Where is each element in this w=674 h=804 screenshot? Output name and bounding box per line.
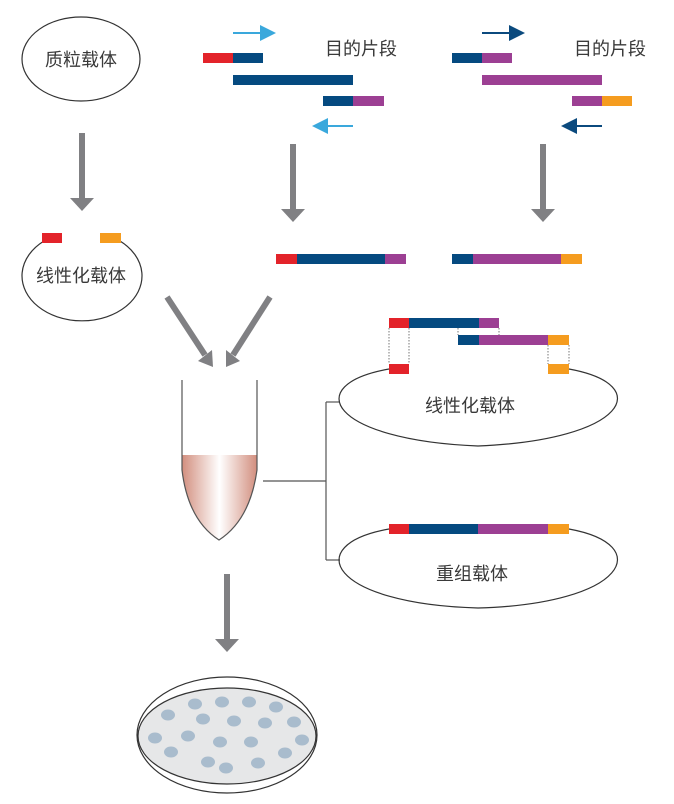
segment-navy (409, 318, 479, 328)
pcr-product-2 (452, 254, 582, 264)
segment-navy (458, 335, 479, 345)
vector-arc (338, 368, 618, 447)
colonies (148, 696, 309, 774)
colony (196, 713, 210, 725)
fragment-1-pcr: 目的片段 (203, 25, 397, 134)
recombinant-vector-label: 重组载体 (436, 564, 508, 585)
overlap-assembly: 线性化载体 (338, 318, 618, 447)
overlap-red (203, 53, 233, 63)
reaction-tube (181, 380, 258, 541)
colony (215, 696, 229, 708)
plasmid-vector: 质粒载体 (21, 16, 141, 102)
segment-purple (385, 254, 406, 264)
segment-red (276, 254, 297, 264)
primer-purple-rev (572, 96, 602, 106)
segment-purple (478, 524, 548, 534)
down-arrow-icon (531, 144, 555, 222)
petri-dish (136, 676, 318, 794)
dish-agar (137, 687, 317, 785)
colony (201, 756, 215, 768)
colony (181, 730, 195, 742)
colony (213, 736, 227, 748)
bracket-connector (263, 401, 340, 561)
colony (278, 747, 292, 759)
vector-end-orange (100, 233, 121, 243)
down-arrow-icon (215, 574, 239, 652)
segment-orange (548, 524, 569, 534)
segment-red (389, 318, 409, 328)
segment-navy (297, 254, 385, 264)
linearized-vector-left: 线性化载体 (21, 233, 143, 322)
segment-red (389, 524, 409, 534)
colony (251, 757, 265, 769)
vector-arc (21, 240, 143, 322)
colony (227, 715, 241, 727)
vector-end-red (389, 364, 409, 374)
vector-arc (338, 528, 618, 609)
colony (295, 734, 309, 746)
fragment-1-template (233, 75, 353, 85)
segment-orange (561, 254, 582, 264)
tube-outline (181, 380, 258, 541)
colony (269, 701, 283, 713)
alignment-guides (388, 328, 570, 364)
fragment-2-template (482, 75, 602, 85)
recombinant-vector: 重组载体 (338, 524, 618, 609)
segment-navy (452, 254, 473, 264)
plasmid-vector-label: 质粒载体 (45, 50, 117, 71)
overlap-navy (452, 53, 482, 63)
colony (161, 709, 175, 721)
pcr-product-1 (276, 254, 406, 264)
segment-purple (479, 318, 499, 328)
colony (244, 736, 258, 748)
colony (242, 696, 256, 708)
overlap-purple (353, 96, 384, 106)
vector-end-red (42, 233, 62, 243)
plasmid-ellipse (21, 16, 141, 102)
segment-purple (473, 254, 561, 264)
segment-navy (409, 524, 478, 534)
overlap-orange (602, 96, 632, 106)
dish-lid (136, 676, 318, 794)
segment-purple (479, 335, 548, 345)
colony (164, 746, 178, 758)
colony (219, 762, 233, 774)
arrows-row-1 (70, 133, 555, 222)
linearized-vector-label: 线性化载体 (36, 266, 126, 287)
target-fragment-1-label: 目的片段 (325, 39, 397, 60)
vector-end-orange (548, 364, 569, 374)
diagonal-arrows (164, 295, 273, 367)
down-arrow-icon (281, 144, 305, 222)
colony (258, 717, 272, 729)
colony (287, 716, 301, 728)
down-left-arrow-icon (226, 295, 273, 367)
down-right-arrow-icon (164, 295, 213, 367)
colony (188, 698, 202, 710)
linearized-vector-label: 线性化载体 (425, 396, 515, 417)
primer-purple (482, 53, 512, 63)
segment-orange (548, 335, 569, 345)
colony (148, 732, 162, 744)
primer-navy (233, 53, 263, 63)
target-fragment-2-label: 目的片段 (574, 39, 646, 60)
tube-liquid (182, 455, 257, 540)
primer-navy-rev (323, 96, 353, 106)
down-arrow-icon (70, 133, 94, 211)
fragment-2-pcr: 目的片段 (452, 25, 646, 134)
